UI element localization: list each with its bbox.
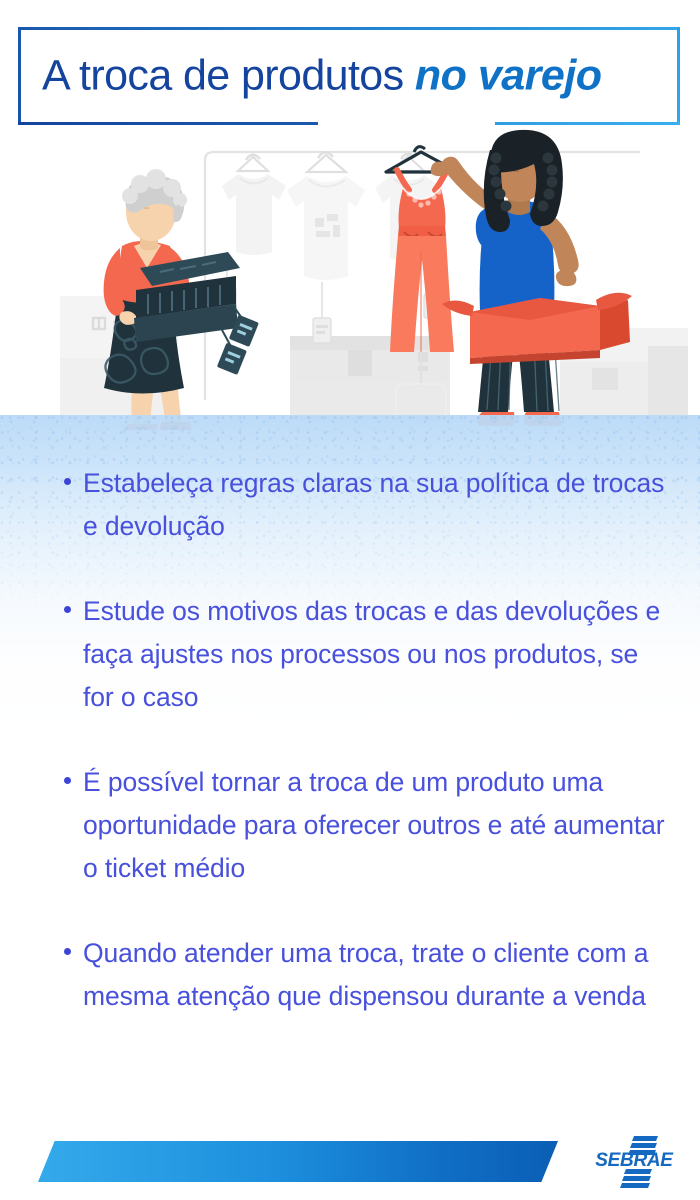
bullet-dot-icon <box>64 948 71 955</box>
bullet-dot-icon <box>64 777 71 784</box>
title-border-left <box>18 27 21 125</box>
list-item: Estabeleça regras claras na sua política… <box>0 462 700 548</box>
list-item-text: Quando atender uma troca, trate o client… <box>83 938 649 1011</box>
sebrae-logo-wordmark: SEBRAE <box>595 1150 674 1171</box>
list-item-text: É possível tornar a troca de um produto … <box>83 767 665 883</box>
older-woman-figure <box>103 169 192 430</box>
clothing-rail <box>203 150 640 400</box>
title-border-right <box>677 27 680 125</box>
list-item-text: Estabeleça regras claras na sua política… <box>83 468 665 541</box>
title-border-bottom-left <box>18 122 318 125</box>
footer: SEBRAE <box>0 1122 700 1200</box>
footer-gradient-bar <box>38 1141 558 1182</box>
folded-clothes-stack <box>134 252 259 375</box>
list-item: É possível tornar a troca de um produto … <box>0 761 700 890</box>
page-title-accent: no varejo <box>414 51 602 100</box>
retail-exchange-illustration <box>0 100 700 430</box>
page-title-main: A troca de produtos <box>42 51 415 100</box>
tips-list: Estabeleça regras claras na sua política… <box>0 462 700 1060</box>
title-border-bottom-right <box>495 122 680 125</box>
sebrae-logo: SEBRAE <box>588 1134 680 1190</box>
sebrae-logo-bars-top <box>628 1136 658 1155</box>
page-title: A troca de produtos no varejo <box>42 52 602 101</box>
coral-jumpsuit <box>384 145 460 422</box>
list-item: Estude os motivos das trocas e das devol… <box>0 590 700 719</box>
price-tags-dark <box>217 303 259 375</box>
title-box: A troca de produtos no varejo <box>18 27 680 125</box>
bullet-dot-icon <box>64 478 71 485</box>
bullet-dot-icon <box>64 606 71 613</box>
list-item: Quando atender uma troca, trate o client… <box>0 932 700 1018</box>
sebrae-logo-bars-bottom <box>620 1169 652 1188</box>
coral-open-box <box>442 292 632 364</box>
list-item-text: Estude os motivos das trocas e das devol… <box>83 596 661 712</box>
title-border-top <box>18 27 680 30</box>
